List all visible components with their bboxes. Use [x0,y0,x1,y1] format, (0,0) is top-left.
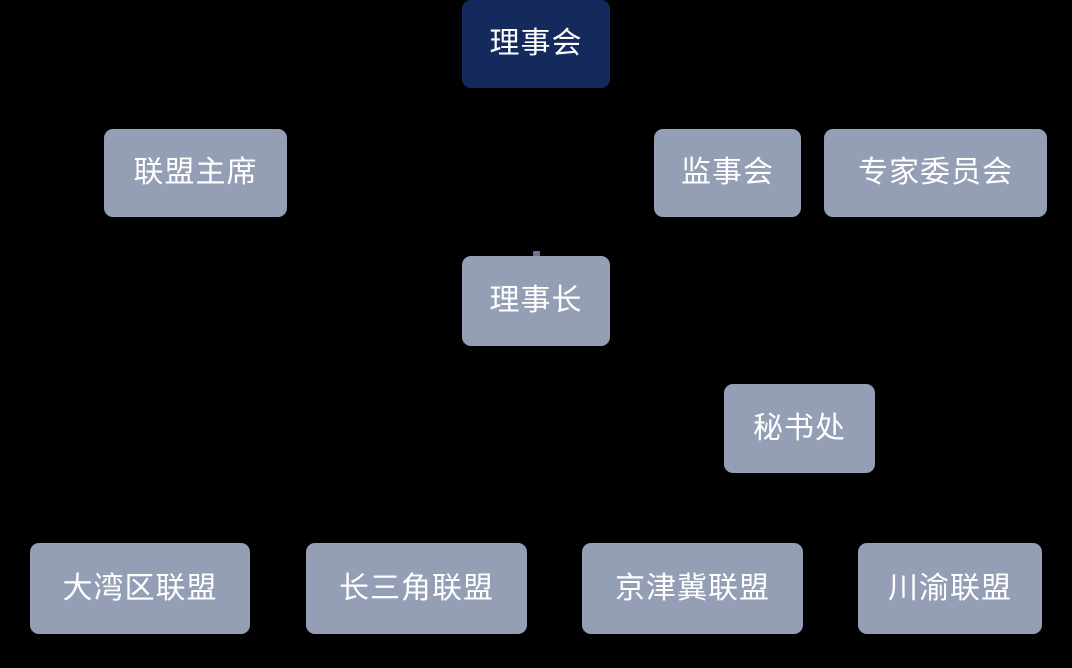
org-node-alliance-chairman[interactable]: 联盟主席 [104,129,287,217]
org-node-label-greater-bay-area-alliance: 大湾区联盟 [62,571,218,605]
org-node-supervisory-board[interactable]: 监事会 [654,129,801,217]
org-node-secretariat[interactable]: 秘书处 [724,384,875,473]
org-node-expert-committee[interactable]: 专家委员会 [824,129,1047,217]
org-node-beijing-tianjin-hebei-alliance[interactable]: 京津冀联盟 [582,543,803,634]
org-node-chuanyu-alliance[interactable]: 川渝联盟 [858,543,1042,634]
org-node-label-chuanyu-alliance: 川渝联盟 [888,571,1012,605]
connector-nub-above-chairman [533,251,540,256]
org-node-label-beijing-tianjin-hebei-alliance: 京津冀联盟 [615,571,770,605]
org-node-board[interactable]: 理事会 [462,0,610,88]
org-node-label-secretariat: 秘书处 [753,411,846,445]
org-node-board-chairman[interactable]: 理事长 [462,256,610,346]
org-node-label-yangtze-river-delta-alliance: 长三角联盟 [339,571,494,605]
org-node-label-board-chairman: 理事长 [489,284,583,317]
org-node-label-expert-committee: 专家委员会 [858,156,1013,189]
org-node-label-alliance-chairman: 联盟主席 [133,156,258,189]
org-node-greater-bay-area-alliance[interactable]: 大湾区联盟 [30,543,250,634]
org-node-label-board: 理事会 [489,27,583,60]
org-node-label-supervisory-board: 监事会 [681,156,774,189]
org-node-yangtze-river-delta-alliance[interactable]: 长三角联盟 [306,543,527,634]
